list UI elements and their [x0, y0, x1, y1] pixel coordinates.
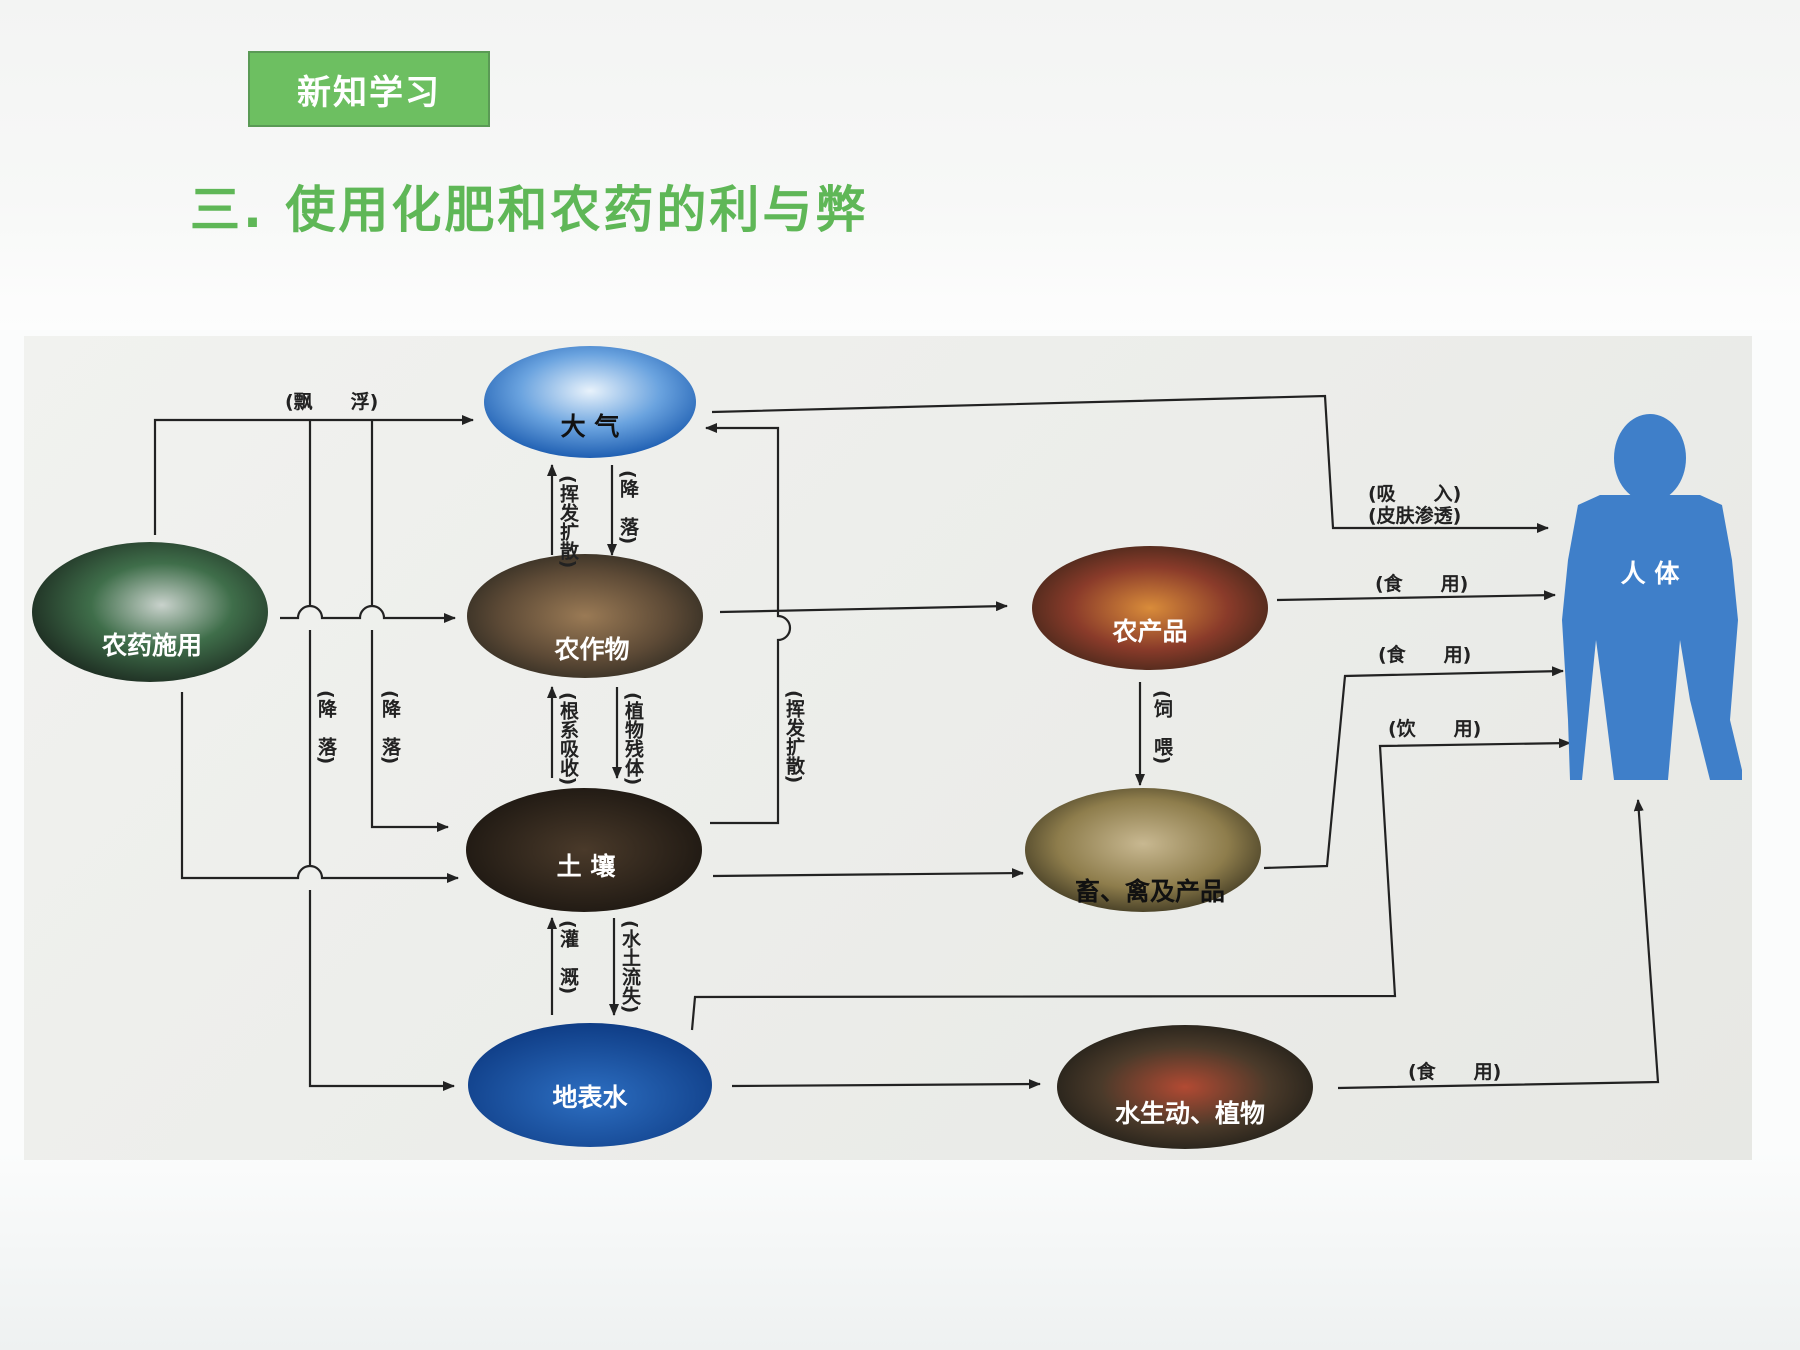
edge-labels: (飘 浮) (吸 入) (皮肤渗透) (食 用) (食 用) (饮 用) (食 … — [285, 390, 1501, 1083]
label-eat-produce: (食 用) — [1375, 572, 1468, 595]
label-drink: (饮 用) — [1388, 717, 1481, 740]
node-soil-label: 土 壤 — [557, 852, 617, 881]
label-plant-residue: (植物残体) — [622, 692, 644, 785]
vertical-labels: (挥发扩散) (降 落) (降 落) (降 落) (根系吸收) (植物残体) (… — [315, 470, 1174, 1013]
node-produce-label: 农产品 — [1111, 617, 1187, 646]
background-bottom — [0, 1150, 1800, 1350]
label-fall-atm: (降 落) — [617, 470, 639, 544]
node-aquatic-label: 水生动、植物 — [1115, 1099, 1265, 1128]
diagram-panel — [24, 336, 1752, 1160]
node-human-label: 人 体 — [1621, 559, 1681, 588]
node-crop-label: 农作物 — [553, 635, 629, 664]
label-irrigation: (灌 溉) — [557, 920, 579, 994]
label-feed: (饲 喂) — [1151, 690, 1174, 764]
node-soil: 土 壤 — [466, 788, 702, 912]
label-root-absorb: (根系吸收) — [557, 692, 579, 785]
label-inhale: (吸 入) — [1368, 483, 1461, 505]
node-human: 人 体 — [1562, 414, 1742, 780]
node-atmosphere: 大 气 — [484, 346, 696, 458]
label-float: (飘 浮) — [285, 390, 378, 413]
label-fall-left1: (降 落) — [315, 690, 337, 764]
node-produce: 农产品 — [1032, 546, 1268, 670]
label-skin: (皮肤渗透) — [1368, 504, 1461, 527]
node-pesticide: 农药施用 — [32, 542, 268, 682]
node-livestock-label: 畜、禽及产品 — [1075, 877, 1225, 906]
node-surface-water-label: 地表水 — [552, 1083, 628, 1112]
label-eat-aquatic: (食 用) — [1408, 1060, 1501, 1083]
connectors — [153, 394, 1660, 1088]
node-atmosphere-label: 大 气 — [561, 412, 620, 441]
label-volatilize-soil: (挥发扩散) — [783, 690, 806, 783]
node-livestock: 畜、禽及产品 — [1025, 788, 1261, 912]
node-surface-water: 地表水 — [468, 1023, 712, 1147]
label-eat-livestock: (食 用) — [1378, 643, 1471, 666]
section-badge: 新知学习 — [248, 51, 490, 127]
page-title: 三. 使用化肥和农药的利与弊 — [190, 181, 869, 239]
node-pesticide-label: 农药施用 — [101, 631, 202, 660]
label-volatilize: (挥发扩散) — [557, 475, 580, 568]
label-erosion: (水土流失) — [619, 920, 641, 1013]
label-fall-left2: (降 落) — [379, 690, 401, 764]
node-aquatic: 水生动、植物 — [1057, 1025, 1313, 1149]
node-crop: 农作物 — [467, 554, 703, 678]
